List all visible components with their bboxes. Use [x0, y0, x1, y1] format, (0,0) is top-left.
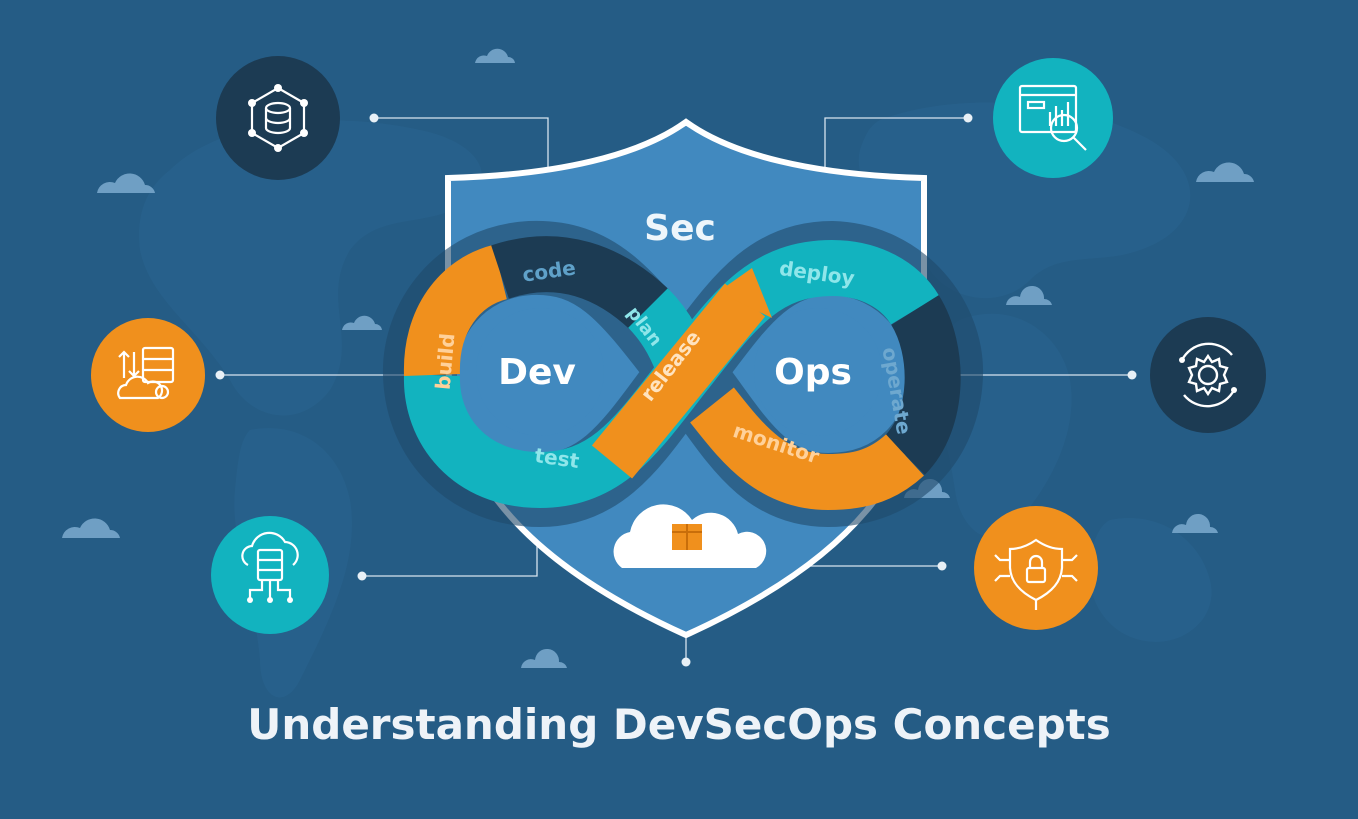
- cloud-icon: [521, 648, 567, 668]
- shield-lock-icon: [974, 506, 1098, 630]
- server-cloud-transfer-icon: [91, 318, 205, 432]
- cloud-icon: [1006, 285, 1052, 305]
- cloud-icon: [475, 48, 515, 63]
- analytics-search-icon: [993, 58, 1113, 178]
- devops-infinity-loop: [382, 220, 983, 528]
- connector-dots: [215, 113, 1137, 667]
- cloud-icon: [62, 518, 120, 538]
- cloud-package-icon: [613, 504, 767, 568]
- database-network-icon: [216, 56, 340, 180]
- stage-build-label: build: [431, 332, 460, 390]
- cloud-server-network-icon: [211, 516, 329, 634]
- dev-label: Dev: [498, 352, 576, 393]
- ops-label: Ops: [774, 352, 852, 393]
- cloud-icon: [1196, 162, 1254, 182]
- gear-cycle-icon: [1150, 317, 1266, 433]
- cloud-icon: [342, 315, 382, 330]
- page-title: Understanding DevSecOps Concepts: [247, 700, 1111, 749]
- decorative-clouds: [62, 48, 1254, 668]
- sec-label: Sec: [644, 208, 716, 249]
- cloud-icon: [97, 173, 155, 193]
- cloud-icon: [1172, 513, 1218, 533]
